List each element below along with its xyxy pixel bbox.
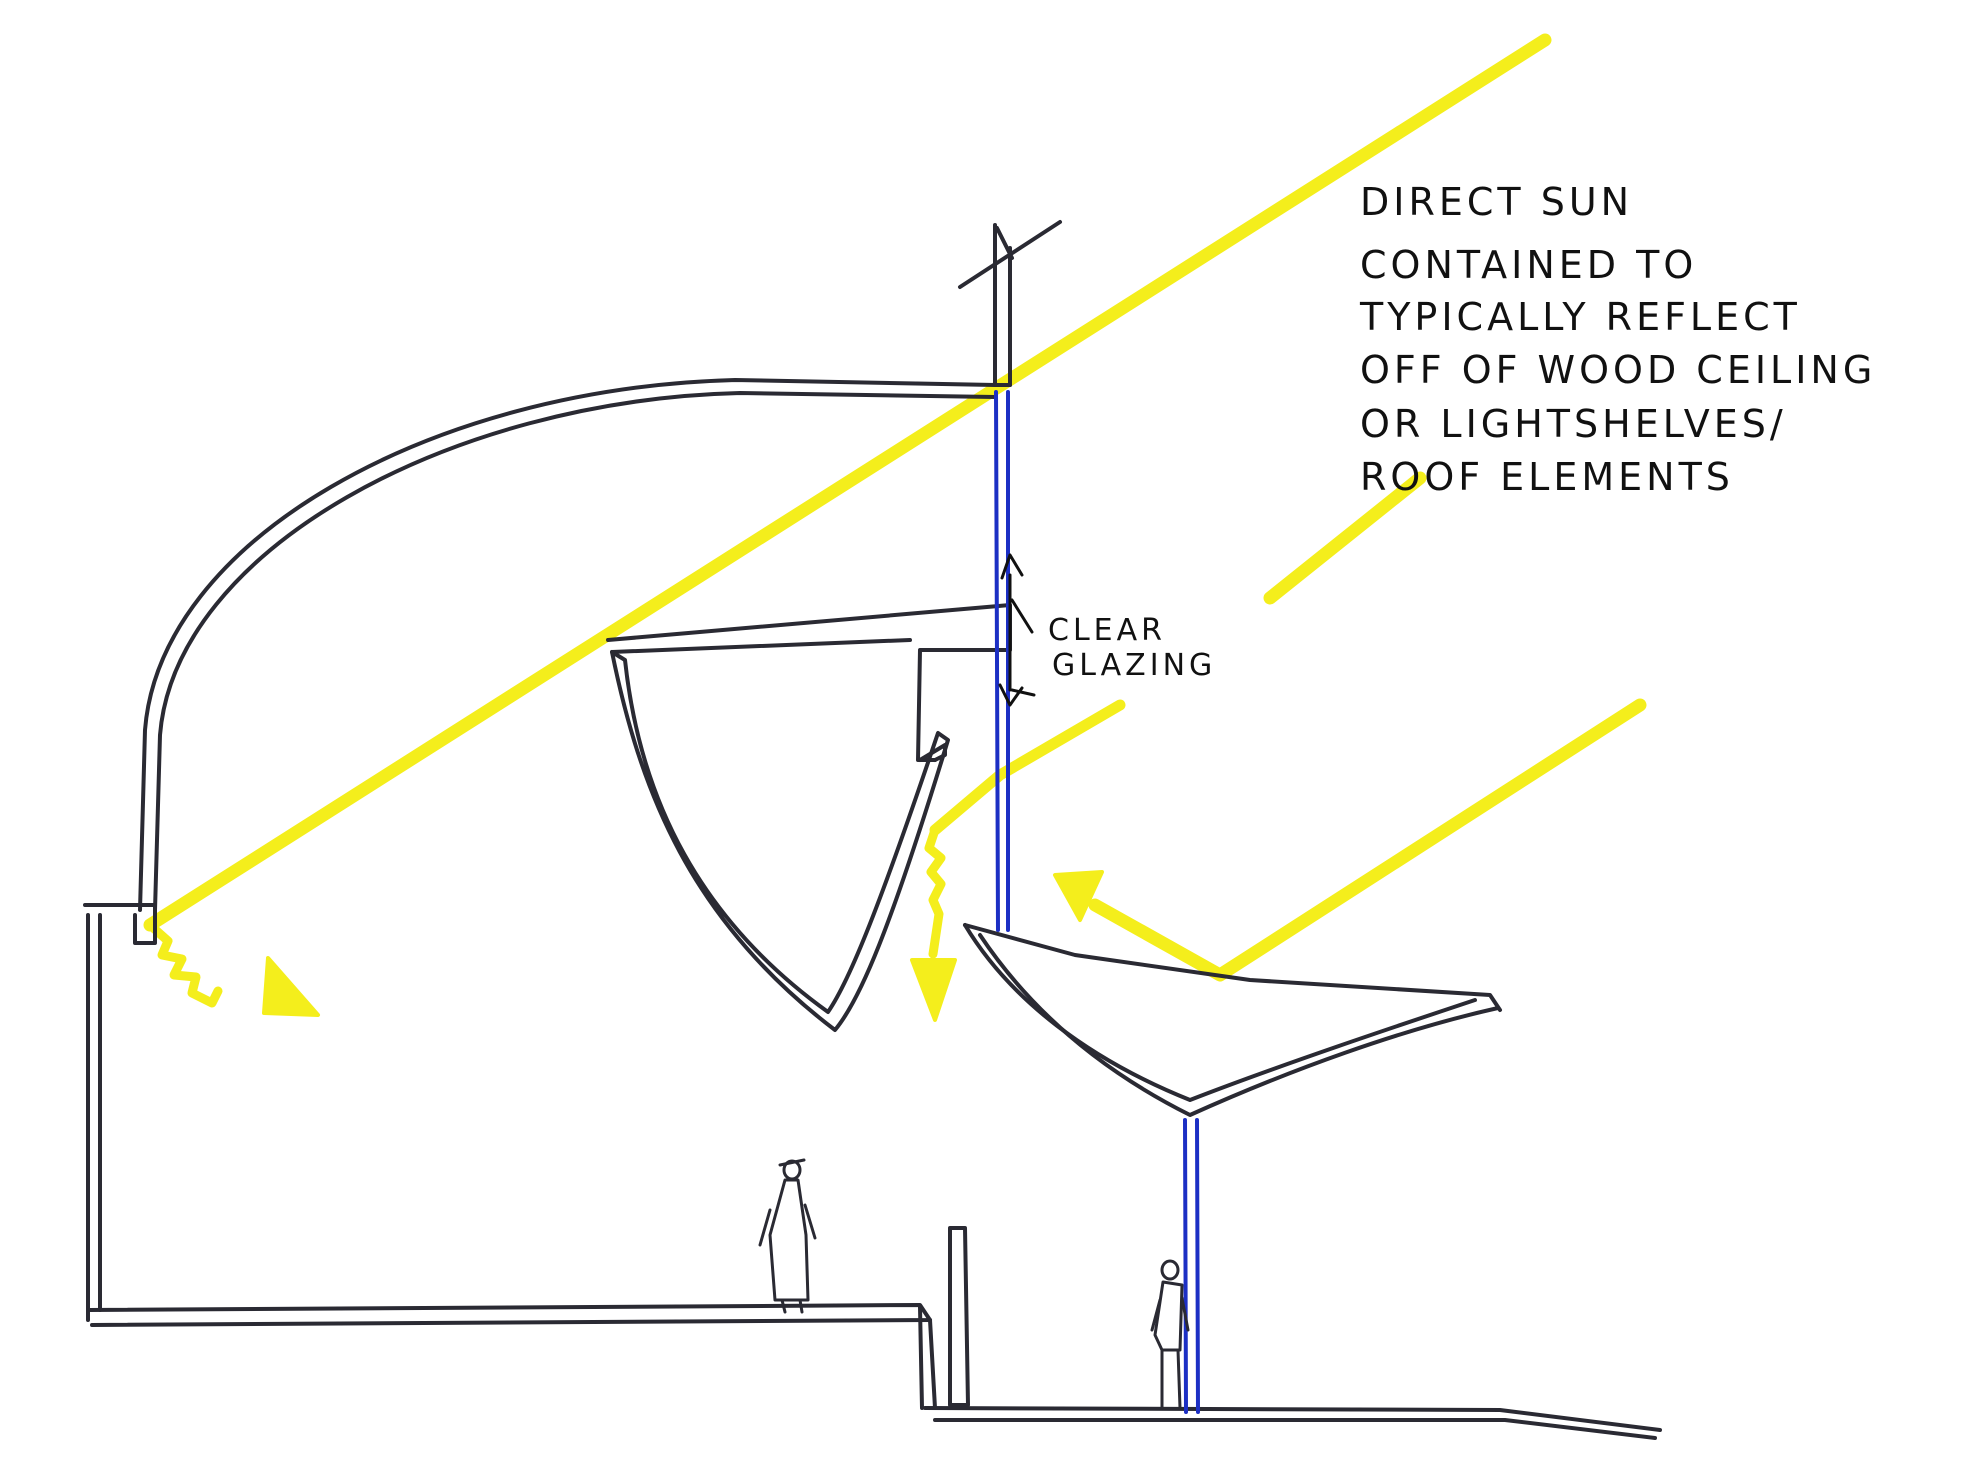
reflector-hook: [918, 743, 947, 762]
dimension-bracket: [1010, 598, 1036, 697]
hanging-reflector: [610, 650, 950, 1032]
glazing: [994, 390, 1200, 1414]
person-figure-upper: [758, 1158, 817, 1314]
roof-shell-outer: [138, 378, 1012, 912]
person-body: [1153, 1280, 1184, 1352]
annotation-clear-glazing: Clear Glazing: [1048, 613, 1216, 683]
lower-glazing: [1183, 1118, 1200, 1414]
arrowhead-to-glazing: [1053, 870, 1104, 922]
sun-arrowheads: [262, 870, 1104, 1022]
arrow-up-icon: [1000, 553, 1024, 580]
direct-sun-line-6: Roof Elements: [1360, 455, 1734, 499]
lower-floor: [923, 1406, 1662, 1440]
reflection-squiggle-middle: [924, 825, 946, 959]
person-body: [768, 1178, 810, 1302]
direct-sun-line-1: Direct Sun: [1360, 180, 1633, 224]
clear-glazing-line-2: Glazing: [1052, 648, 1216, 683]
sun-ray-upper-right: [1263, 471, 1427, 605]
lightshelf-bowl-top: [963, 923, 1502, 1012]
clerestory-glazing: [994, 390, 1010, 932]
left-wall: [83, 903, 157, 1322]
person-arm: [1150, 1296, 1190, 1332]
annotation-direct-sun: Direct Sun Contained To Typically Reflec…: [1359, 180, 1876, 499]
arrowhead-down-middle: [910, 958, 957, 1022]
person-legs: [1160, 1348, 1182, 1410]
clear-glazing-dimension: [998, 553, 1036, 707]
sun-ray-main: [143, 33, 1552, 932]
building-section: [83, 220, 1662, 1440]
roof-shell-inner: [153, 391, 997, 912]
direct-sun-line-5: or Lightshelves/: [1360, 402, 1787, 446]
person-hat: [778, 1158, 806, 1167]
person-head: [1160, 1259, 1180, 1281]
arrow-down-icon: [998, 683, 1024, 707]
upper-floor: [88, 1303, 932, 1327]
person-arm: [758, 1203, 817, 1247]
lightshelf-bowl-upper: [963, 923, 1477, 1102]
partition-wall: [948, 1226, 970, 1407]
direct-sun-line-3: Typically Reflect: [1359, 295, 1801, 339]
sun-ray-to-lightshelf: [929, 699, 1126, 836]
sun-rays: [143, 33, 1647, 1008]
reflection-squiggle-left: [145, 920, 223, 1008]
arrowhead-floor-left: [262, 956, 320, 1017]
clerestory-slab: [606, 603, 1012, 762]
direct-sun-line-4: off of Wood Ceiling: [1360, 348, 1876, 392]
clerestory-slab-under: [610, 638, 912, 654]
clear-glazing-line-1: Clear: [1048, 613, 1166, 648]
floor-step: [918, 1305, 937, 1410]
direct-sun-line-2: Contained To: [1360, 243, 1697, 287]
upper-wall: [993, 223, 1012, 387]
lightshelf-bowl-lower: [978, 933, 1500, 1117]
sun-ray-reflected: [1088, 698, 1647, 982]
person-legs: [780, 1298, 804, 1314]
person-figure-lower: [1150, 1259, 1190, 1410]
upper-wall-tie: [958, 220, 1062, 289]
